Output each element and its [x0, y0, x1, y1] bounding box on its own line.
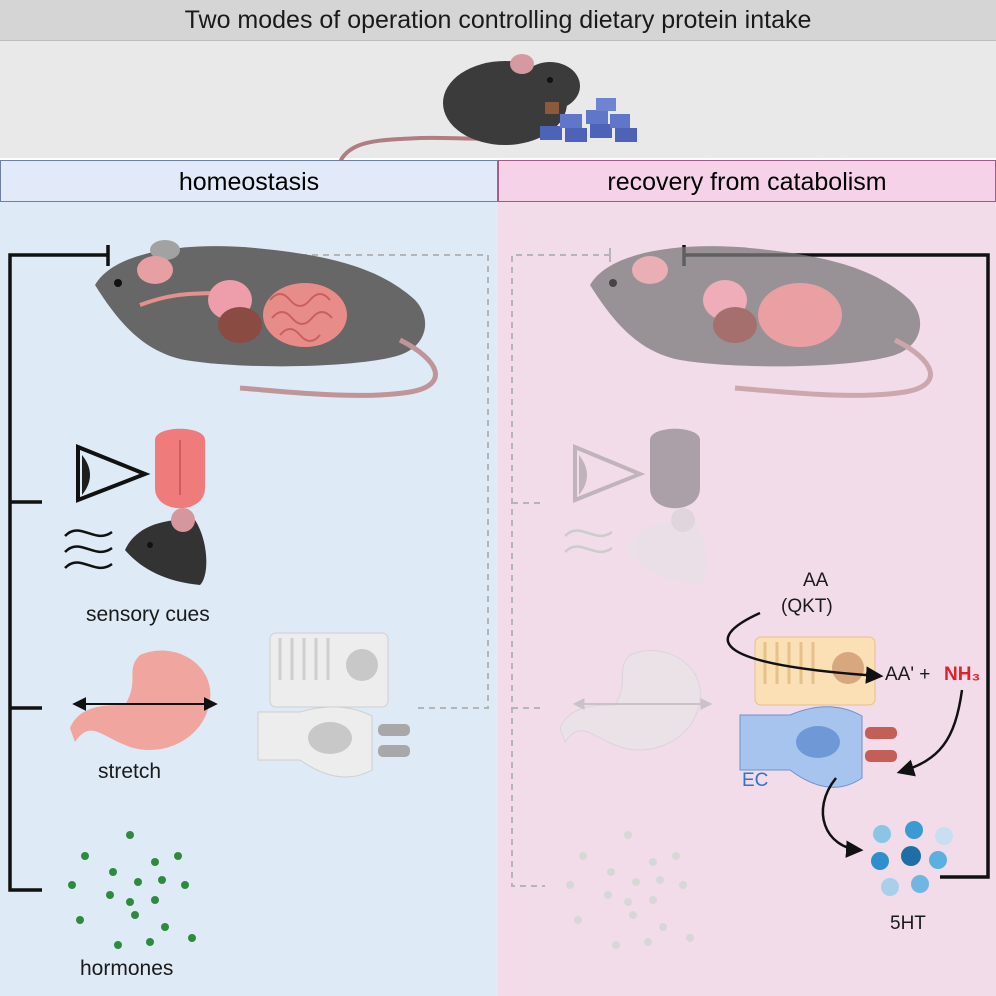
figure-title: Two modes of operation controlling dieta…: [0, 0, 996, 41]
sensory-cues-label: sensory cues: [86, 603, 210, 626]
feedback-dashed-right: [511, 254, 610, 887]
mouse-anatomy-icon: [95, 240, 438, 398]
mouse-head-faded-icon: [625, 508, 707, 585]
mouse-head-icon: [125, 508, 207, 585]
serotonin-cluster-icon: [871, 821, 953, 896]
tongue-icon: [155, 428, 205, 509]
qkt-label: (QKT): [781, 596, 833, 617]
eating-mouse-icon: [338, 54, 580, 163]
aa-prime-label: AA' +: [885, 664, 931, 685]
smell-faded-icon: [564, 529, 613, 554]
protein-pellets-icon: [540, 98, 637, 142]
hormone-dots: [68, 831, 196, 949]
feedback-bracket-left: [8, 245, 110, 892]
recovery-header: recovery from catabolism: [498, 160, 996, 202]
hormones-label: hormones: [80, 957, 174, 980]
smell-waves-icon: [64, 529, 113, 570]
stretch-label: stretch: [98, 760, 162, 783]
tongue-faded-icon: [650, 428, 700, 509]
stomach-faded-icon: [559, 650, 713, 751]
stomach-icon: [70, 650, 218, 750]
mouse-anatomy-faded-icon: [590, 246, 933, 398]
hormone-dots-faded: [566, 831, 694, 949]
eye-faded-icon: [573, 444, 646, 503]
ec-label: EC: [742, 770, 769, 791]
ammonia-label: NH₃: [944, 664, 981, 685]
homeostasis-header: homeostasis: [0, 160, 498, 202]
serotonin-label: 5HT: [890, 913, 926, 934]
enteroendocrine-cells-grey-icon: [257, 632, 410, 778]
amino-acid-label: AA: [803, 570, 829, 591]
eye-icon: [76, 444, 151, 503]
ec-cell-icon: [739, 706, 897, 788]
feedback-dashed-left: [180, 254, 489, 709]
pathway-arrows: [726, 611, 964, 858]
